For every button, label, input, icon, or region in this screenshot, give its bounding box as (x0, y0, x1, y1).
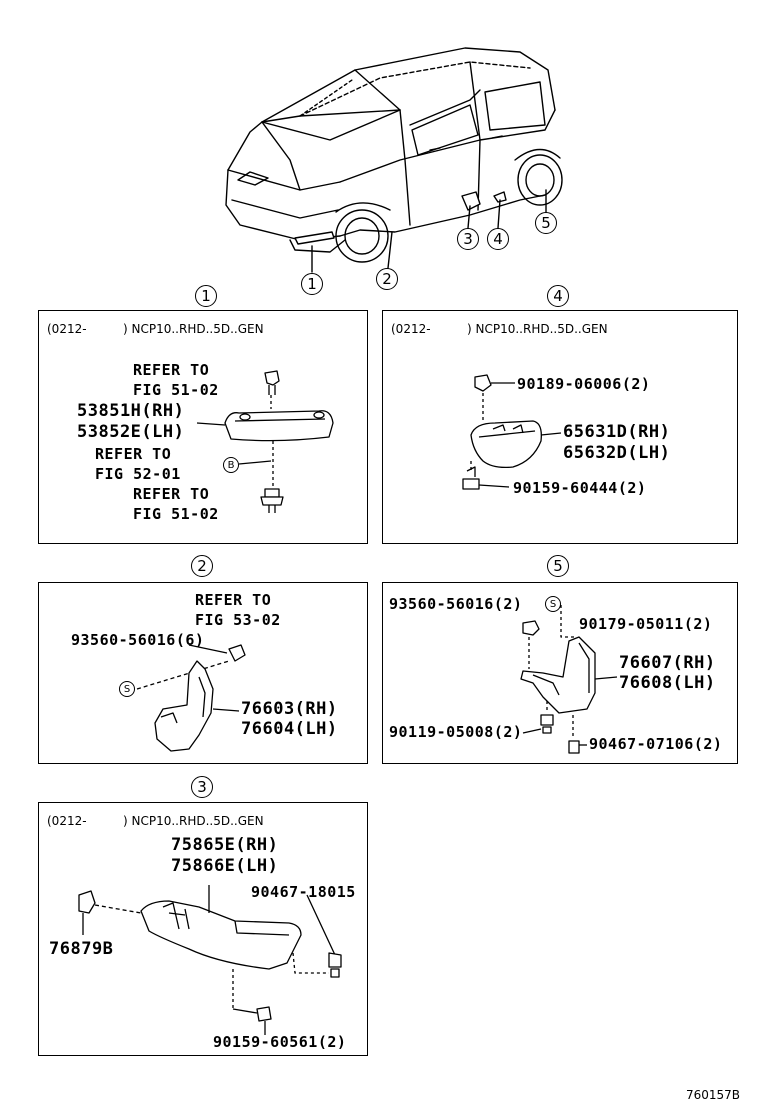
panel-1-number: 1 (195, 285, 217, 307)
panel-5-drawing (520, 605, 618, 754)
panel-4-clip[interactable]: 90189-06006(2) (517, 375, 651, 393)
panel-5-screw2[interactable]: 90467-07106(2) (589, 735, 723, 753)
panel-2-marker-s: S (119, 681, 135, 697)
panel-4-part-lh[interactable]: 65632D(LH) (563, 443, 671, 463)
panel-1: (0212- ) NCP10..RHD..5D..GEN REFER TO FI… (38, 310, 368, 544)
panel-1-marker-b: B (223, 457, 239, 473)
footer-code: 760157B (686, 1088, 741, 1102)
panel-5-marker-s: S (545, 596, 561, 612)
panel-1-refer2-line1: REFER TO (95, 445, 172, 463)
panel-3: (0212- ) NCP10..RHD..5D..GEN 75865E(RH) … (38, 802, 368, 1056)
panel-4-part-rh[interactable]: 65631D(RH) (563, 422, 671, 442)
panel-3-clip[interactable]: 76879B (49, 939, 114, 959)
panel-1-header-code: (0212- (47, 322, 87, 336)
panel-1-refer2-line2: FIG 52-01 (95, 465, 181, 483)
panel-1-drawing (196, 370, 334, 513)
panel-5-screw1[interactable]: 90119-05008(2) (389, 723, 523, 741)
panel-3-part-lh[interactable]: 75866E(LH) (171, 856, 279, 876)
panel-4-bolt[interactable]: 90159-60444(2) (513, 479, 647, 497)
panel-1-refer3-line2: FIG 51-02 (133, 505, 219, 523)
panel-2-clip[interactable]: 93560-56016(6) (71, 631, 205, 649)
panel-1-header-model: ) NCP10..RHD..5D..GEN (123, 322, 264, 336)
panel-3-screw[interactable]: 90467-18015 (251, 883, 356, 901)
panel-5-number: 5 (547, 555, 569, 577)
panel-1-part-rh[interactable]: 53851H(RH) (77, 401, 185, 421)
callout-1: 1 (301, 273, 323, 295)
panel-5-nut[interactable]: 90179-05011(2) (579, 615, 713, 633)
panel-3-part-rh[interactable]: 75865E(RH) (171, 835, 279, 855)
panel-5-part-lh[interactable]: 76608(LH) (619, 673, 716, 693)
panel-1-refer1-line2: FIG 51-02 (133, 381, 219, 399)
panel-2-refer-line2: FIG 53-02 (195, 611, 281, 629)
panel-4-number: 4 (547, 285, 569, 307)
panel-2: REFER TO FIG 53-02 93560-56016(6) S 7660… (38, 582, 368, 764)
panel-2-number: 2 (191, 555, 213, 577)
panel-3-drawing (78, 885, 342, 1035)
panel-2-part-rh[interactable]: 76603(RH) (241, 699, 338, 719)
panel-3-bolt[interactable]: 90159-60561(2) (213, 1033, 347, 1051)
panel-4: (0212- ) NCP10..RHD..5D..GEN 90189-06006… (382, 310, 738, 544)
panel-3-header-model: ) NCP10..RHD..5D..GEN (123, 814, 264, 828)
vehicle-overview: 1 2 3 4 5 (0, 0, 760, 300)
panel-2-drawing (136, 644, 246, 752)
panel-5-part-rh[interactable]: 76607(RH) (619, 653, 716, 673)
panel-1-refer3-line1: REFER TO (133, 485, 210, 503)
panel-1-part-lh[interactable]: 53852E(LH) (77, 422, 185, 442)
panel-2-part-lh[interactable]: 76604(LH) (241, 719, 338, 739)
panel-1-refer1-line1: REFER TO (133, 361, 210, 379)
panel-5-clip[interactable]: 93560-56016(2) (389, 595, 523, 613)
car-drawing (225, 47, 563, 273)
panel-4-drawing (462, 374, 562, 490)
callout-5: 5 (535, 212, 557, 234)
panel-3-header-code: (0212- (47, 814, 87, 828)
panel-3-number: 3 (191, 776, 213, 798)
callout-3: 3 (457, 228, 479, 250)
panel-4-header-code: (0212- (391, 322, 431, 336)
callout-4: 4 (487, 228, 509, 250)
panel-2-refer-line1: REFER TO (195, 591, 272, 609)
callout-2: 2 (376, 268, 398, 290)
panel-5: 93560-56016(2) S 90179-05011(2) 76607(RH… (382, 582, 738, 764)
panel-4-header-model: ) NCP10..RHD..5D..GEN (467, 322, 608, 336)
